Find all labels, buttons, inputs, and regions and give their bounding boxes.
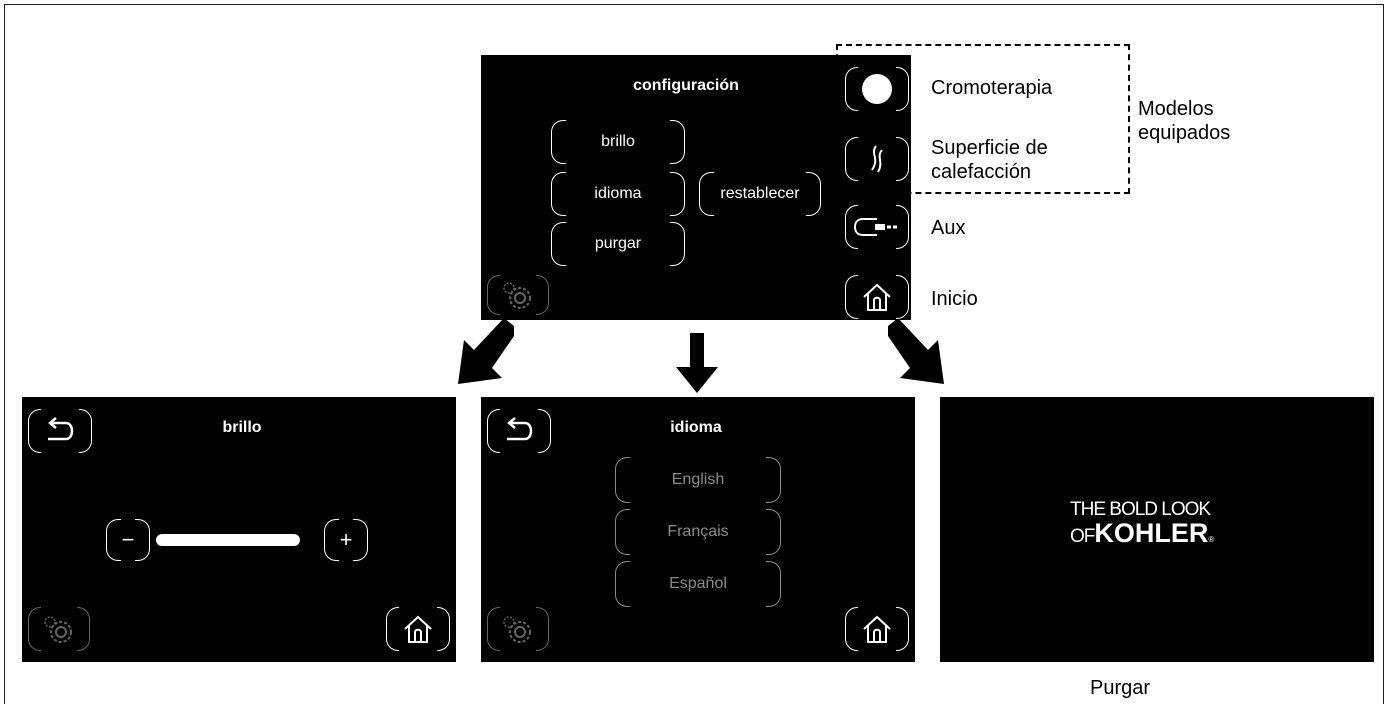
settings-button[interactable] [487, 607, 549, 651]
modelos-label: Modelos equipados [1138, 98, 1231, 144]
logo-line2: OFKOHLER® [1070, 520, 1250, 553]
gear-icon [44, 616, 72, 643]
arrow-to-purgar [888, 320, 944, 384]
purgar-button[interactable]: purgar [551, 222, 685, 266]
brillo-label: brillo [601, 133, 635, 150]
logo-brand: KOHLER [1094, 518, 1209, 548]
aux-label: Aux [931, 217, 966, 239]
language-option-espanol[interactable]: Español [615, 561, 781, 607]
registered-mark: ® [1208, 535, 1215, 544]
logo-line1: THE BOLD LOOK [1070, 499, 1211, 520]
gear-icon [503, 282, 531, 309]
heat-flame-icon [871, 145, 883, 173]
restablecer-label: restablecer [720, 185, 800, 202]
brightness-increase-button[interactable]: + [324, 519, 368, 561]
minus-label: − [121, 527, 135, 552]
home-icon [404, 615, 432, 643]
idioma-button[interactable]: idioma [551, 172, 685, 216]
idioma-title: idioma [670, 419, 722, 436]
restablecer-button[interactable]: restablecer [699, 172, 821, 216]
back-button[interactable] [28, 409, 92, 453]
inicio-label: Inicio [931, 288, 978, 310]
equipped-models-box [836, 44, 1130, 194]
home-button[interactable] [386, 607, 450, 651]
brillo-title: brillo [222, 419, 262, 436]
gear-icon [503, 616, 531, 643]
brightness-fill [156, 534, 300, 546]
idioma-label: idioma [594, 185, 642, 202]
cromoterapia-label: Cromoterapia [931, 77, 1053, 99]
settings-button[interactable] [487, 275, 549, 315]
brightness-slider[interactable] [156, 534, 300, 546]
purgar-label: purgar [594, 235, 642, 252]
home-icon [863, 615, 891, 643]
brillo-screen: brillo − + [22, 397, 456, 662]
back-arrow-icon [48, 417, 74, 441]
arrow-to-brillo [458, 320, 514, 384]
back-arrow-icon [507, 417, 533, 441]
logo-of: OF [1070, 526, 1095, 547]
chromotherapy-circle-icon [862, 74, 892, 104]
kohler-logo: THE BOLD LOOK OFKOHLER® [1070, 500, 1250, 553]
language-label: Español [669, 575, 727, 592]
language-option-english[interactable]: English [615, 457, 781, 503]
heated-surface-button[interactable] [845, 137, 909, 181]
home-button[interactable] [845, 607, 909, 651]
brillo-button[interactable]: brillo [551, 120, 685, 164]
chromotherapy-button[interactable] [845, 67, 909, 111]
settings-button[interactable] [28, 607, 90, 651]
purgar-screen: THE BOLD LOOK OFKOHLER® [940, 397, 1374, 662]
plus-label: + [339, 527, 353, 552]
config-title: configuración [633, 77, 739, 94]
purgar-caption: Purgar [1090, 677, 1151, 699]
language-option-francais[interactable]: Français [615, 509, 781, 555]
language-label: English [671, 471, 725, 488]
idioma-screen: idioma English Français Español [481, 397, 915, 662]
figure-frame [4, 4, 1384, 704]
aux-button[interactable] [845, 205, 909, 249]
home-icon [863, 283, 891, 311]
superficie-label: Superficie de calefacción [931, 137, 1048, 183]
aux-plug-icon [853, 218, 897, 236]
config-screen: configuración brillo idioma purgar resta… [481, 55, 911, 320]
arrow-to-idioma [676, 333, 718, 393]
home-button[interactable] [845, 275, 909, 319]
brightness-decrease-button[interactable]: − [106, 519, 150, 561]
back-button[interactable] [487, 409, 551, 453]
language-label: Français [667, 523, 729, 540]
